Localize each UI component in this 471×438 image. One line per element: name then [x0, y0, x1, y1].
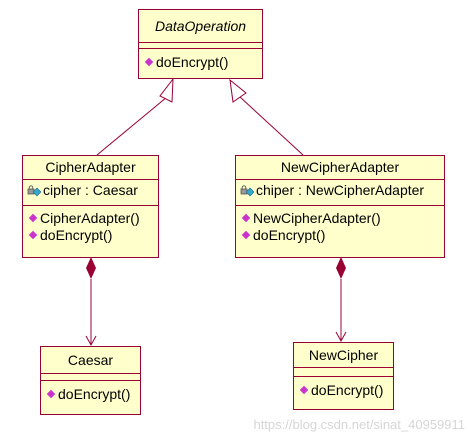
operation-icon	[28, 230, 38, 239]
operation-row: doEncrypt()	[241, 227, 440, 244]
generalization-arrowhead-right	[229, 78, 247, 103]
composition-arrowhead-caesar	[85, 335, 97, 347]
operation-icon	[46, 389, 56, 398]
operation-icon	[144, 57, 154, 66]
operation-label: doEncrypt()	[40, 227, 113, 243]
generalization-line-new-cipher-adapter	[239, 96, 304, 156]
composition-diamond-cipher-adapter	[86, 257, 96, 279]
operation-row: doEncrypt()	[28, 227, 154, 244]
attributes-section: cipher : Caesar	[23, 179, 158, 205]
operation-icon	[241, 230, 251, 239]
operations-section: doEncrypt()	[294, 376, 393, 403]
operation-icon	[241, 213, 251, 222]
class-cipher-adapter[interactable]: CipherAdapter cipher : Caesar CipherAdap…	[22, 155, 159, 258]
generalization-line-cipher-adapter	[96, 96, 168, 156]
operation-label: doEncrypt()	[311, 382, 384, 398]
class-name-new-cipher-adapter: NewCipherAdapter	[280, 159, 400, 175]
operation-row: doEncrypt()	[299, 382, 389, 399]
attribute-row: cipher : Caesar	[27, 182, 154, 199]
attributes-section	[294, 367, 393, 376]
class-new-cipher-adapter[interactable]: NewCipherAdapter chiper : NewCipherAdapt…	[235, 155, 445, 258]
operation-label: CipherAdapter()	[40, 210, 140, 226]
attributes-section	[41, 373, 140, 380]
operation-label: doEncrypt()	[58, 386, 131, 402]
operation-row: CipherAdapter()	[28, 210, 154, 227]
private-attribute-icon	[240, 184, 254, 196]
operation-label: NewCipherAdapter()	[253, 210, 381, 226]
class-name-new-cipher: NewCipher	[308, 347, 379, 363]
operation-label: doEncrypt()	[156, 54, 229, 70]
private-attribute-icon	[27, 184, 41, 196]
attributes-section	[139, 42, 262, 48]
operations-section: doEncrypt()	[139, 48, 262, 75]
watermark: https://blog.csdn.net/sinat_40959911	[253, 417, 465, 432]
composition-arrowhead-new-cipher	[335, 331, 347, 343]
operation-row: NewCipherAdapter()	[241, 210, 440, 227]
operation-label: doEncrypt()	[253, 227, 326, 243]
class-data-operation[interactable]: DataOperation doEncrypt()	[138, 9, 263, 79]
class-caesar[interactable]: Caesar doEncrypt()	[40, 346, 141, 415]
operations-section: doEncrypt()	[41, 380, 140, 407]
class-name-cipher-adapter: CipherAdapter	[45, 159, 136, 175]
operations-section: CipherAdapter() doEncrypt()	[23, 205, 158, 248]
composition-diamond-new-cipher-adapter	[336, 257, 346, 279]
attribute-row: chiper : NewCipherAdapter	[240, 182, 440, 199]
attribute-label: chiper : NewCipherAdapter	[256, 182, 425, 198]
operation-icon	[28, 213, 38, 222]
generalization-arrowhead-left	[159, 77, 174, 103]
attribute-label: cipher : Caesar	[43, 182, 138, 198]
operation-row: doEncrypt()	[144, 54, 258, 71]
attributes-section: chiper : NewCipherAdapter	[236, 179, 444, 205]
class-new-cipher[interactable]: NewCipher doEncrypt()	[293, 342, 394, 410]
class-name-caesar: Caesar	[67, 352, 114, 368]
operation-icon	[299, 385, 309, 394]
operations-section: NewCipherAdapter() doEncrypt()	[236, 205, 444, 248]
operation-row: doEncrypt()	[46, 386, 136, 403]
class-name-data-operation: DataOperation	[154, 18, 247, 34]
